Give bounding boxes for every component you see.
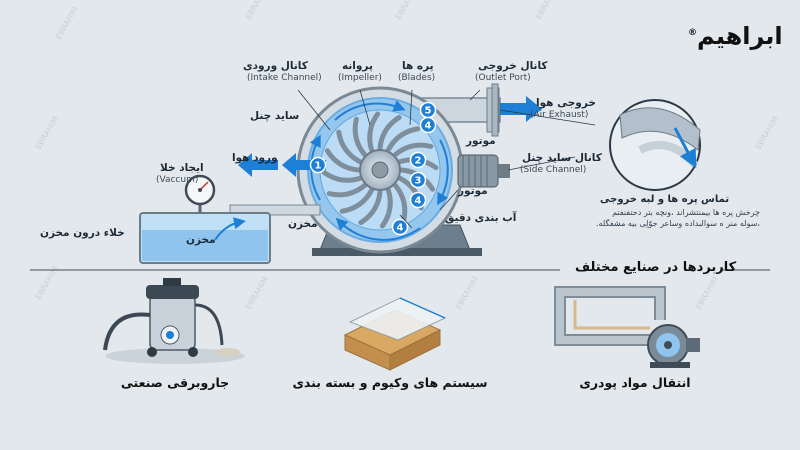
watermark: EBRAHIM	[534, 0, 560, 21]
blades-label: پره ها	[402, 60, 434, 72]
blade-contact-detail	[499, 99, 701, 191]
vacuum-packaging-icon	[343, 297, 447, 371]
air-intake-label: ورود هوا	[232, 152, 278, 164]
air-exhaust-label: خروجی هوا	[536, 97, 596, 109]
impeller-blade	[393, 142, 434, 157]
tank-inner-label: مخزن	[186, 234, 216, 246]
side-channel-full-label-en: (Side Channel)	[520, 165, 587, 175]
motor-label-2: موتور	[458, 185, 488, 197]
stage-badge-number: 1	[315, 161, 322, 172]
motor	[457, 154, 510, 188]
motor-label: موتور	[466, 135, 496, 147]
precise-seal-label: آب بندی دقیق	[445, 212, 517, 224]
industrial-vacuum-icon	[103, 278, 245, 364]
app-label-industrial-vacuum: جاروبرقی صنعتی	[120, 375, 230, 390]
blade-contact-title: تماس پره ها و لبه خروجی	[600, 194, 730, 205]
impeller-blade	[324, 148, 361, 173]
watermark: EBRAHIM	[694, 275, 720, 311]
stage-badge-number: 5	[425, 106, 432, 117]
tank-flow-arrow	[214, 217, 246, 241]
watermark: EBRAHIM	[454, 275, 480, 311]
flow-arrows	[309, 100, 449, 241]
air-exhaust-label-en: (Air Exhaust)	[530, 110, 589, 120]
stage-badges: 1 2 3 4 5 4 4	[309, 101, 437, 236]
side-channel-label: ساید چنل	[250, 110, 300, 122]
stage-badge-number: 4	[425, 121, 432, 132]
impeller-blade	[352, 116, 367, 157]
stage-badge	[309, 156, 327, 174]
watermark: EBRAHIM	[244, 0, 270, 21]
brand-logo: ابراهیم®	[688, 22, 783, 50]
impeller-blade	[367, 111, 381, 153]
stage-badge	[409, 191, 427, 209]
impeller-blade	[321, 169, 363, 183]
stage-badge	[409, 151, 427, 169]
outlet-port-label-en: (Outlet Port)	[475, 73, 531, 83]
blade-contact-note: چرخش پره ها بیمنتشراند ،ونچه بتر دحتفنفت…	[595, 208, 760, 228]
intake-channel-label-en: (Intake Channel)	[247, 73, 322, 83]
leader-lines	[297, 89, 576, 229]
tank-side-label: مخزن	[288, 218, 318, 230]
impeller-blade	[358, 189, 383, 226]
side-channel-full-label: کانال ساید چنل	[522, 152, 602, 164]
air-exhaust-arrow	[500, 96, 542, 122]
watermark: EBRAHIM	[34, 115, 60, 151]
stage-badge	[419, 116, 437, 134]
intake-channel-label: کانال ورودی	[243, 60, 308, 72]
stage-badge-number: 4	[397, 223, 404, 234]
outlet-port-label: کانال خروجی	[478, 60, 548, 72]
app-label-powder-conveying: انتقال مواد پودری	[579, 375, 691, 390]
tank-vacuum-label: خلاء درون مخزن	[40, 227, 125, 239]
stage-badge-number: 3	[415, 176, 422, 187]
stage-badge-number: 2	[415, 156, 422, 167]
stage-badge	[409, 171, 427, 189]
watermark: EBRAHIM	[754, 115, 780, 151]
left-air-out-arrow	[238, 153, 278, 177]
app-label-vacuum-packaging: سیستم های وکیوم و بسته بندی	[292, 375, 488, 390]
impeller-blade	[393, 183, 408, 224]
watermark: EBRAHIM	[244, 275, 270, 311]
vacuum-label: ایجاد خلا	[160, 162, 204, 174]
impeller-label: پروانه	[342, 60, 373, 72]
applications-title: کاربردها در صنایع مختلف	[575, 260, 737, 275]
impeller-blade	[377, 114, 402, 151]
vacuum-label-en: (Vaccum)	[156, 175, 199, 185]
impeller-blade	[336, 129, 363, 165]
powder-conveying-icon	[554, 286, 700, 368]
impeller-shaft	[371, 161, 389, 179]
stage-badge-number: 4	[415, 196, 422, 207]
impeller-blade	[379, 187, 393, 229]
impeller-blade	[326, 183, 367, 198]
impeller-blade	[385, 126, 421, 153]
vacuum-gauge	[184, 174, 216, 213]
stage-badge	[391, 218, 409, 236]
watermark: EBRAHIM	[394, 0, 420, 21]
blades-label-en: (Blades)	[398, 73, 436, 83]
impeller-blade	[339, 187, 375, 214]
watermark: EBRAHIM	[54, 5, 80, 41]
impeller-label-en: (Impeller)	[338, 73, 382, 83]
